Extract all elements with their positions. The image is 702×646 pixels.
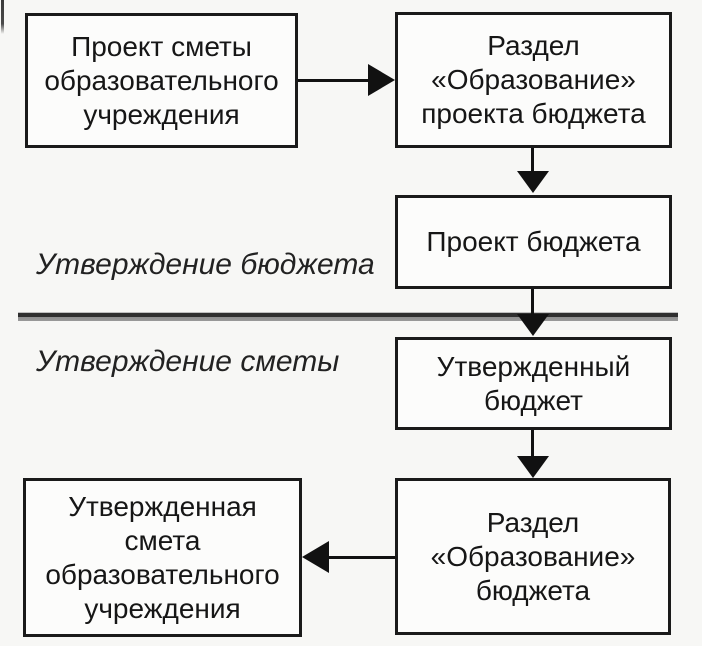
arrow-down-head-icon-3 bbox=[517, 456, 549, 478]
phase-divider-line bbox=[18, 312, 678, 321]
arrow-down-shaft-3 bbox=[531, 430, 534, 458]
node-approved-budget-label: Утвержденный бюджет bbox=[436, 350, 631, 416]
node-draft-budget-label: Проект бюджета bbox=[426, 226, 641, 257]
node-approved-estimate-label: Утвержденная смета образовательного учре… bbox=[45, 490, 280, 624]
crop-artifact-line bbox=[1, 0, 4, 34]
node-approved-budget: Утвержденный бюджет bbox=[395, 337, 672, 430]
arrow-down-head-icon-1 bbox=[517, 171, 549, 193]
node-approved-estimate: Утвержденная смета образовательного учре… bbox=[23, 478, 302, 637]
node-draft-estimate: Проект сметы образовательного учреждения bbox=[25, 13, 298, 148]
arrow-right-head-icon bbox=[368, 64, 395, 96]
arrow-down-head-icon-2 bbox=[517, 314, 549, 336]
node-education-section-draft-budget: Раздел «Образование» проекта бюджета bbox=[395, 12, 672, 148]
node-draft-budget: Проект бюджета bbox=[395, 195, 672, 289]
arrow-right-shaft bbox=[298, 79, 370, 82]
phase-label-estimate-approval: Утверждение сметы bbox=[36, 345, 340, 378]
arrow-left-shaft bbox=[328, 556, 395, 559]
node-education-section-draft-budget-label: Раздел «Образование» проекта бюджета bbox=[421, 30, 646, 129]
arrow-left-head-icon bbox=[302, 541, 329, 573]
arrow-down-shaft-1 bbox=[531, 148, 534, 174]
phase-label-budget-approval: Утверждение бюджета bbox=[36, 248, 375, 281]
node-draft-estimate-label: Проект сметы образовательного учреждения bbox=[44, 30, 279, 130]
node-education-section-budget-label: Раздел «Образование» бюджета bbox=[430, 506, 636, 606]
arrow-down-shaft-2 bbox=[531, 289, 534, 316]
node-education-section-budget: Раздел «Образование» бюджета bbox=[395, 478, 671, 635]
